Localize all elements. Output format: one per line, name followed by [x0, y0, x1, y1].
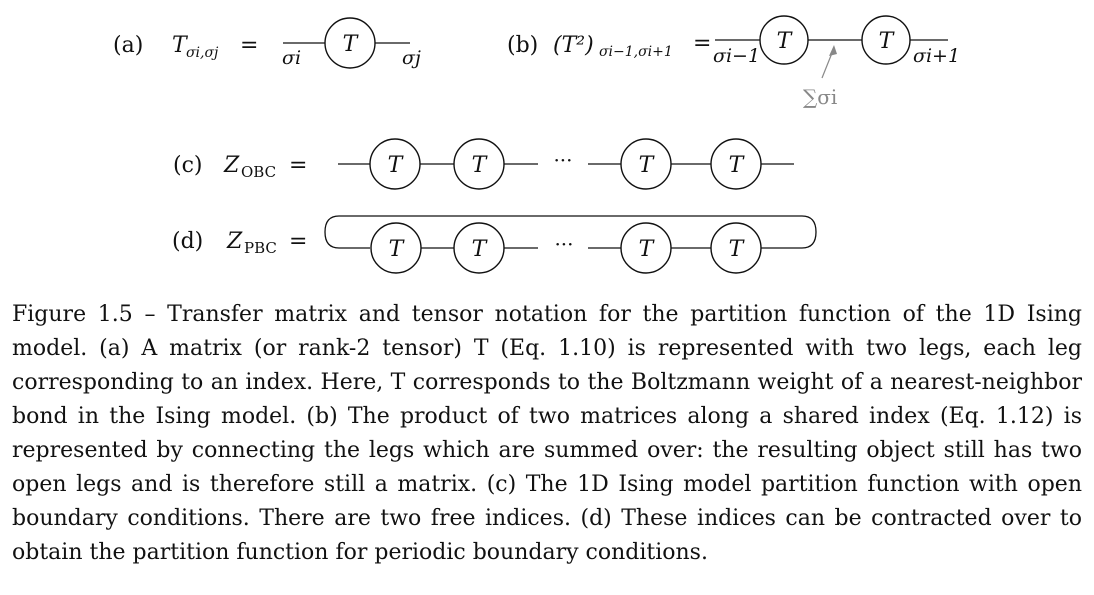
panel-d-tensor-label-4: T: [729, 237, 746, 262]
panel-b-lhs: (T²): [553, 33, 594, 58]
panel-d-tensor-node-2: [453, 222, 505, 274]
panel-c-tensor-node-4: [710, 138, 762, 190]
panel-a: (a) T σi,σj = T σi σj: [113, 17, 421, 69]
panel-b: (b) (T²) σi−1,σi+1 = T T σi−1 σi+1 ∑σi: [507, 15, 960, 109]
panel-a-tensor-label: T: [343, 32, 360, 57]
panel-c-tensor-label-1: T: [388, 153, 405, 178]
panel-d-tensor-label-1: T: [389, 237, 406, 262]
panel-c-lhs-subscript: OBC: [241, 163, 276, 181]
panel-b-label: (b): [507, 33, 538, 58]
panel-d-lhs: Z: [226, 229, 243, 254]
panel-c-tensor-node-2: [453, 138, 505, 190]
panel-d-tensor-node-1: [370, 222, 422, 274]
panel-d-tensor-node-4: [710, 222, 762, 274]
panel-b-tensor-label-1: T: [777, 29, 794, 54]
panel-b-left-index: σi−1: [713, 45, 760, 67]
panel-c-tensor-label-3: T: [639, 153, 656, 178]
panel-c-tensor-label-2: T: [472, 153, 489, 178]
figure-caption-text: Figure 1.5 – Transfer matrix and tensor …: [12, 302, 1082, 565]
panel-b-tensor-label-2: T: [879, 29, 896, 54]
panel-b-right-index: σi+1: [913, 45, 960, 67]
panel-d-tensor-label-3: T: [639, 237, 656, 262]
panel-c-tensor-node-3: [620, 138, 672, 190]
panel-d-label: (d): [172, 229, 203, 254]
panel-a-left-index: σi: [282, 47, 301, 69]
panel-c-lhs: Z: [223, 153, 240, 178]
panel-b-sum-label: ∑σi: [803, 85, 837, 109]
panel-d-ellipsis: ···: [554, 232, 573, 256]
figure-caption: Figure 1.5 – Transfer matrix and tensor …: [12, 298, 1082, 570]
panel-a-equals: =: [240, 33, 258, 58]
panel-b-sum-arrowhead: [829, 45, 837, 56]
panel-d: (d) Z PBC = ··· T T T T: [172, 215, 817, 274]
panel-c-ellipsis: ···: [553, 148, 572, 172]
panel-c-equals: =: [289, 153, 307, 178]
tensor-network-figure: (a) T σi,σj = T σi σj (b) (T²) σi−1,σi+1…: [113, 15, 960, 274]
panel-c-tensor-label-4: T: [729, 153, 746, 178]
panel-d-tensor-node-3: [620, 222, 672, 274]
panel-b-lhs-subscript: σi−1,σi+1: [599, 44, 673, 60]
panel-d-lhs-subscript: PBC: [244, 239, 277, 257]
panel-c-label: (c): [173, 153, 203, 178]
panel-a-tensor-node: [324, 17, 376, 69]
panel-a-lhs: T: [172, 33, 189, 58]
panel-a-lhs-subscript: σi,σj: [186, 45, 219, 61]
panel-d-periodic-loop: [324, 215, 817, 249]
panel-a-label: (a): [113, 33, 143, 58]
panel-c-tensor-node-1: [369, 138, 421, 190]
panel-b-tensor-node-1: [759, 15, 809, 65]
panel-c: (c) Z OBC = ··· T T T T: [173, 138, 794, 190]
panel-b-equals: =: [693, 31, 711, 56]
panel-d-tensor-label-2: T: [472, 237, 489, 262]
panel-b-tensor-node-2: [861, 15, 911, 65]
panel-d-equals: =: [289, 229, 307, 254]
panel-a-right-index: σj: [402, 47, 421, 69]
